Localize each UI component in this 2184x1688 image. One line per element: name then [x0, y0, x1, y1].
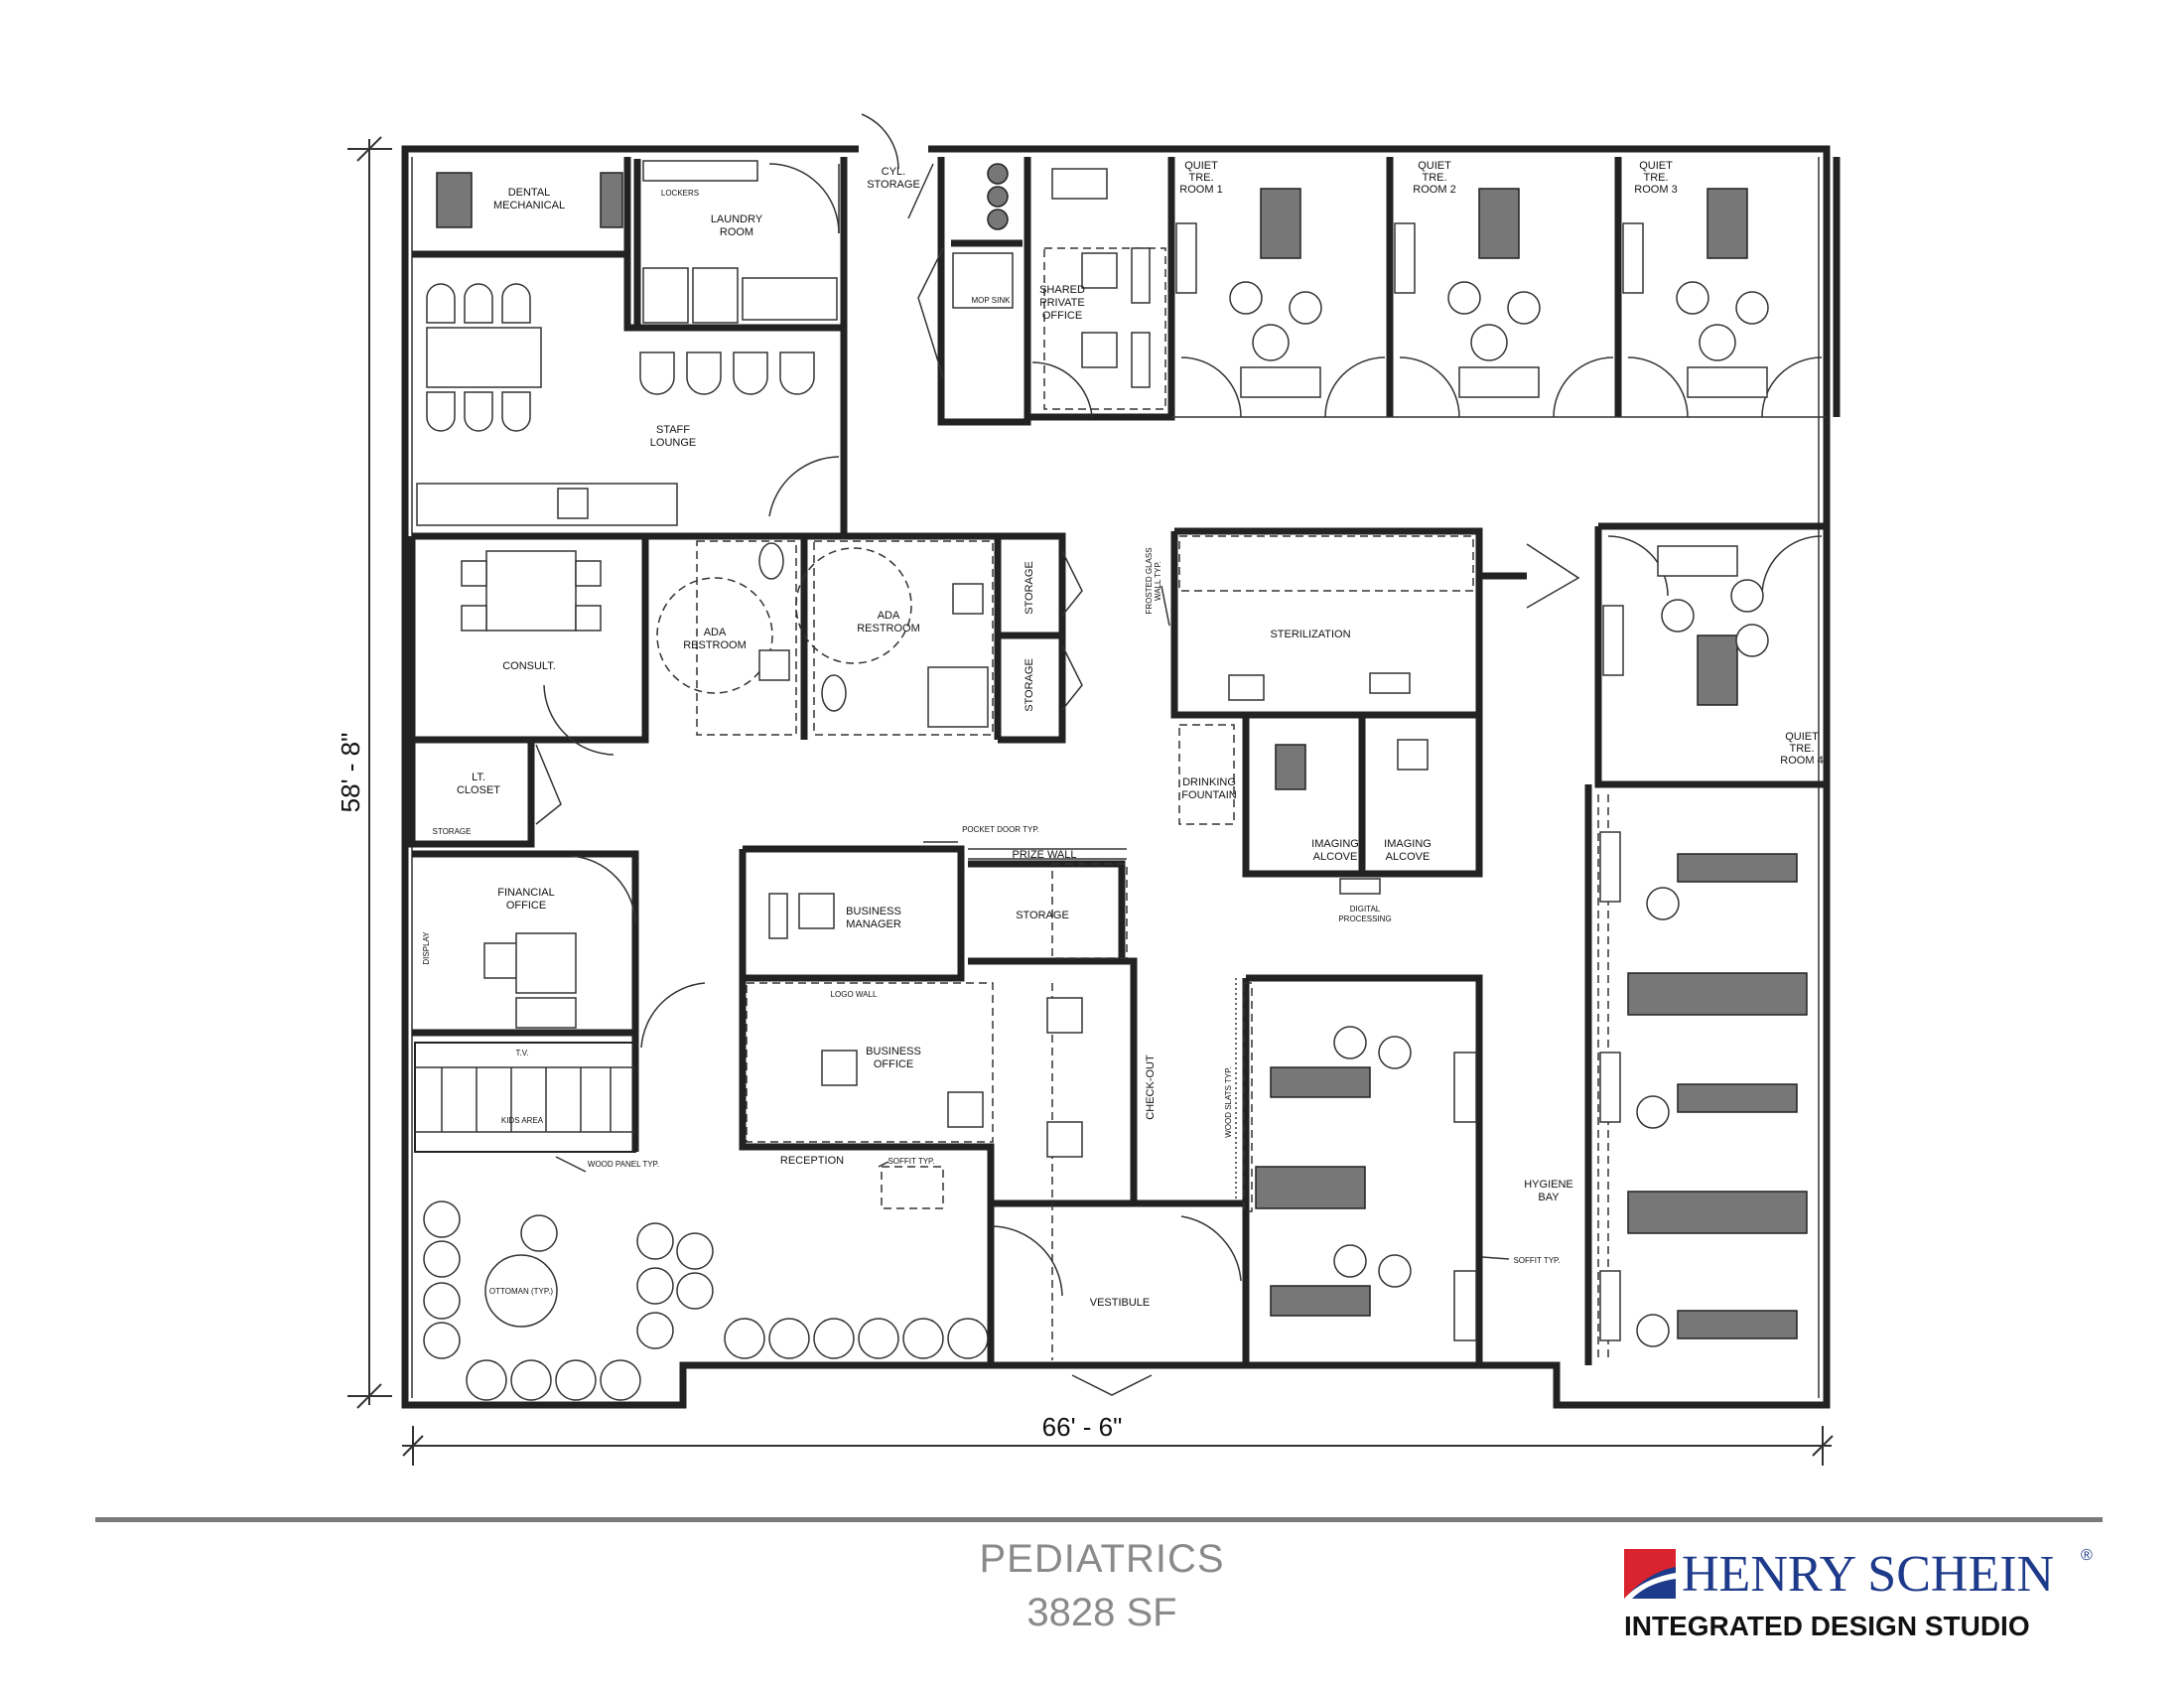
furniture-consult — [461, 550, 602, 632]
brand-name: HENRY SCHEIN — [1682, 1546, 2055, 1603]
leader-lines — [555, 585, 1510, 1260]
label-pocket-door: POCKET DOOR TYP. — [962, 825, 1039, 834]
label-prize-wall: PRIZE WALL — [1013, 849, 1077, 861]
label-display: DISPLAY — [422, 931, 431, 965]
label-frosted-glass: FROSTED GLASSWALL TYP. — [1145, 547, 1162, 614]
label-storage-small: STORAGE — [433, 827, 472, 836]
label-consult: CONSULT. — [502, 660, 556, 672]
dimension-width: 66' - 6" — [402, 1412, 1834, 1466]
plan-area: 3828 SF — [1026, 1591, 1177, 1634]
dimension-height: 58' - 8" — [336, 136, 392, 1409]
label-lt-closet: LT.CLOSET — [457, 772, 500, 796]
label-wood-slats: WOOD SLATS TYP. — [1224, 1066, 1233, 1138]
label-lockers: LOCKERS — [661, 189, 699, 198]
interior-walls — [408, 157, 1841, 1365]
waiting-seating — [423, 1200, 989, 1401]
logo-mark-icon — [1624, 1549, 1676, 1599]
label-logo-wall: LOGO WALL — [831, 990, 878, 999]
kids-area-panels — [415, 1066, 635, 1133]
soffit-lines — [696, 247, 1609, 1360]
label-storage-a: STORAGE — [1024, 561, 1035, 615]
label-wood-panel: WOOD PANEL TYP. — [588, 1160, 659, 1169]
henry-schein-logo: HENRY SCHEIN ® INTEGRATED DESIGN STUDIO — [1624, 1546, 2101, 1658]
label-ottoman: OTTOMAN (TYP.) — [489, 1287, 553, 1296]
label-sterilization: STERILIZATION — [1270, 629, 1350, 640]
label-mop-sink: MOP SINK — [972, 296, 1012, 305]
label-soffit-2: SOFFIT TYP. — [1513, 1256, 1560, 1265]
width-dimension-label: 66' - 6" — [1042, 1412, 1123, 1442]
furniture-office — [483, 893, 1083, 1158]
doors — [535, 113, 1823, 1396]
dental-chairs-quiet — [1175, 188, 1769, 706]
furniture-lounge — [426, 160, 838, 519]
label-soffit-1: SOFFIT TYP. — [887, 1157, 934, 1166]
label-vestibule: VESTIBULE — [1090, 1297, 1151, 1309]
registered-mark: ® — [2081, 1547, 2093, 1564]
label-tv: T.V. — [515, 1049, 528, 1057]
height-dimension-label: 58' - 8" — [336, 733, 365, 813]
dental-chairs-hygiene — [1243, 831, 1808, 1347]
label-check-out: CHECK-OUT — [1145, 1055, 1157, 1120]
furniture-restrooms — [656, 542, 989, 728]
furniture-shared-office — [1051, 168, 1151, 388]
label-reception: RECEPTION — [780, 1155, 844, 1167]
cylinder-tanks — [952, 163, 1014, 309]
label-kids-area: KIDS AREA — [501, 1116, 544, 1125]
studio-name: INTEGRATED DESIGN STUDIO — [1624, 1611, 2030, 1641]
label-storage-b: STORAGE — [1024, 658, 1035, 712]
imaging-equipment — [1228, 672, 1429, 895]
footer-divider — [95, 1517, 2103, 1522]
label-cyl-storage: CYL.STORAGE — [867, 166, 920, 191]
label-storage-c: STORAGE — [1016, 910, 1069, 921]
plan-title: PEDIATRICS — [979, 1537, 1225, 1581]
